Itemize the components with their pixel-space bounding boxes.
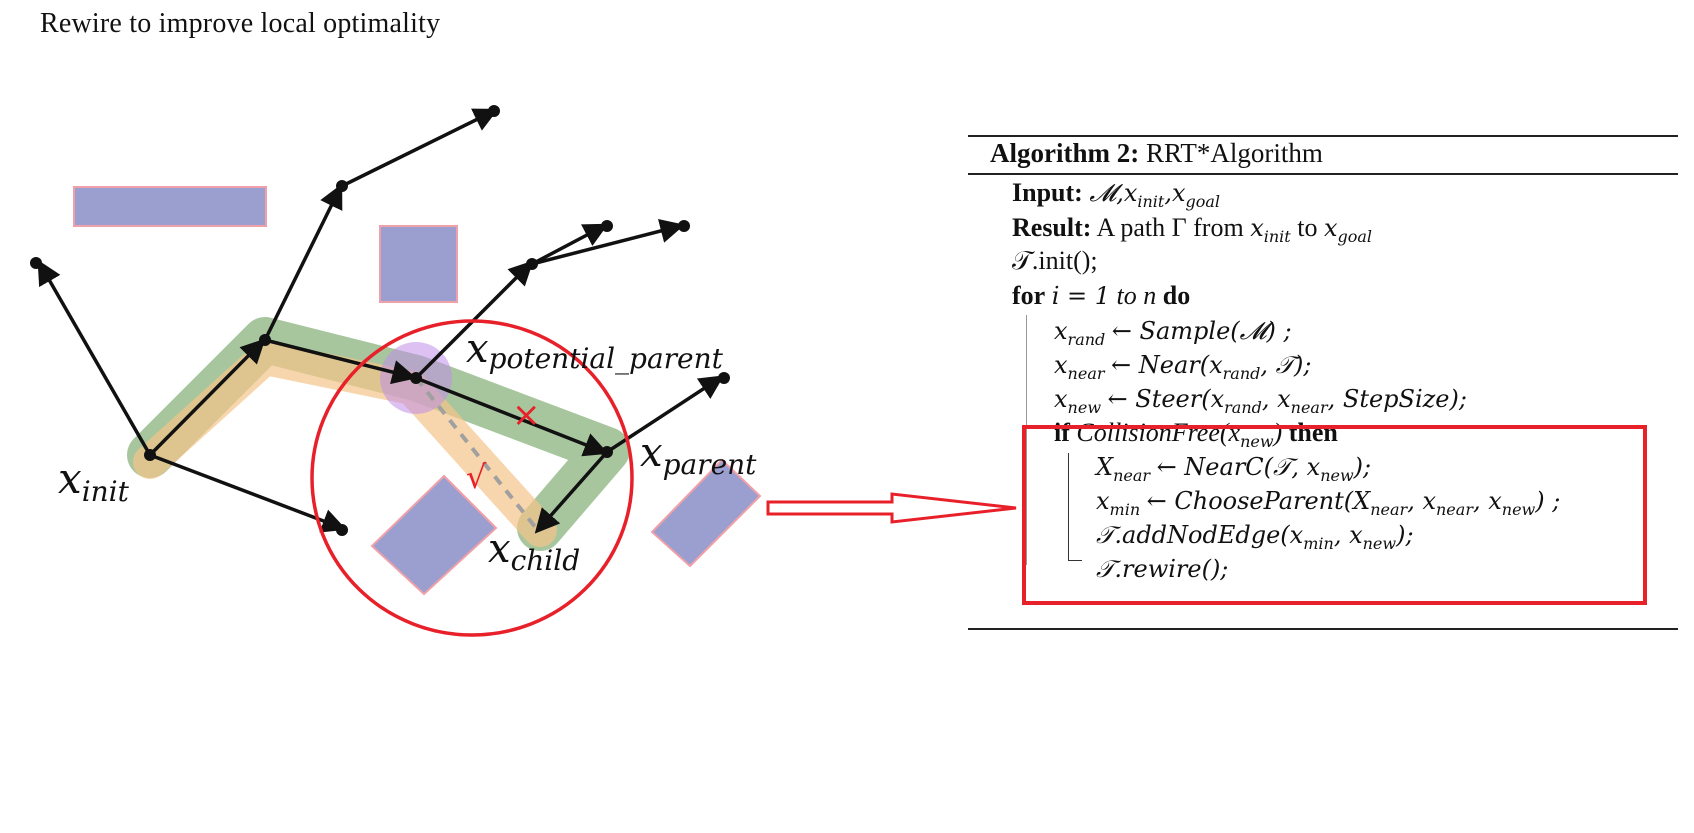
algo-near-line: xnear ← Near(xrand, 𝒯); bbox=[1054, 351, 1312, 383]
obstacle-square bbox=[379, 225, 458, 303]
label-x-potential-parent: xpotential_parent bbox=[466, 326, 724, 375]
for-block-bar bbox=[1026, 315, 1028, 565]
algorithm-block: Algorithm 2: RRT*Algorithm Input: 𝓜,xini… bbox=[968, 135, 1678, 635]
label-x-init: xinit bbox=[58, 454, 130, 508]
new-path-highlight bbox=[133, 341, 557, 547]
obstacle-diamond bbox=[370, 474, 498, 596]
algorithm-header: Algorithm 2: RRT*Algorithm bbox=[990, 138, 1323, 168]
algo-rewire-line: 𝒯.rewire(); bbox=[1096, 555, 1229, 583]
rewire-highlight-box bbox=[1022, 425, 1647, 605]
algo-if-line: if CollisionFree(xnew) then bbox=[1054, 418, 1338, 451]
cross-mark: × bbox=[512, 395, 541, 435]
algorithm-header-rule bbox=[968, 173, 1678, 175]
algo-result-line: Result: A path Γ from xinit to xgoal bbox=[1012, 213, 1373, 246]
algo-for-line: for i = 1 to n do bbox=[1012, 281, 1191, 310]
if-block-hook bbox=[1068, 560, 1082, 562]
slide-title: Rewire to improve local optimality bbox=[40, 8, 441, 39]
tree-nodes bbox=[30, 105, 730, 536]
rewire-edge-dashed bbox=[414, 376, 538, 530]
algo-init-line: 𝒯.init(); bbox=[1012, 246, 1098, 275]
if-block-bar bbox=[1068, 453, 1070, 561]
rewire-radius-circle bbox=[310, 319, 634, 637]
algo-addnodedge-line: 𝒯.addNodEdge(xmin, xnew); bbox=[1096, 521, 1414, 553]
check-mark: √ bbox=[466, 458, 487, 496]
label-x-parent: xparent bbox=[640, 430, 757, 481]
algo-steer-line: xnew ← Steer(xrand, xnear, StepSize); bbox=[1054, 385, 1467, 417]
algorithm-bottom-rule bbox=[968, 628, 1678, 630]
algo-sample-line: xrand ← Sample(𝓜) ; bbox=[1054, 317, 1292, 349]
obstacle-slanted bbox=[650, 458, 762, 568]
label-x-child: xchild bbox=[488, 526, 580, 577]
rrt-star-rewire-diagram: × √ xinit xpotential_parent xparent xchi… bbox=[30, 105, 762, 637]
algo-input-line: Input: 𝓜,xinit,xgoal bbox=[1012, 178, 1221, 211]
algorithm-top-rule bbox=[968, 135, 1678, 137]
algo-chooseparent-line: xmin ← ChooseParent(Xnear, xnear, xnew) … bbox=[1096, 487, 1561, 519]
algo-nearc-line: Xnear ← NearC(𝒯, xnew); bbox=[1096, 453, 1372, 485]
obstacle-wide bbox=[73, 186, 267, 227]
